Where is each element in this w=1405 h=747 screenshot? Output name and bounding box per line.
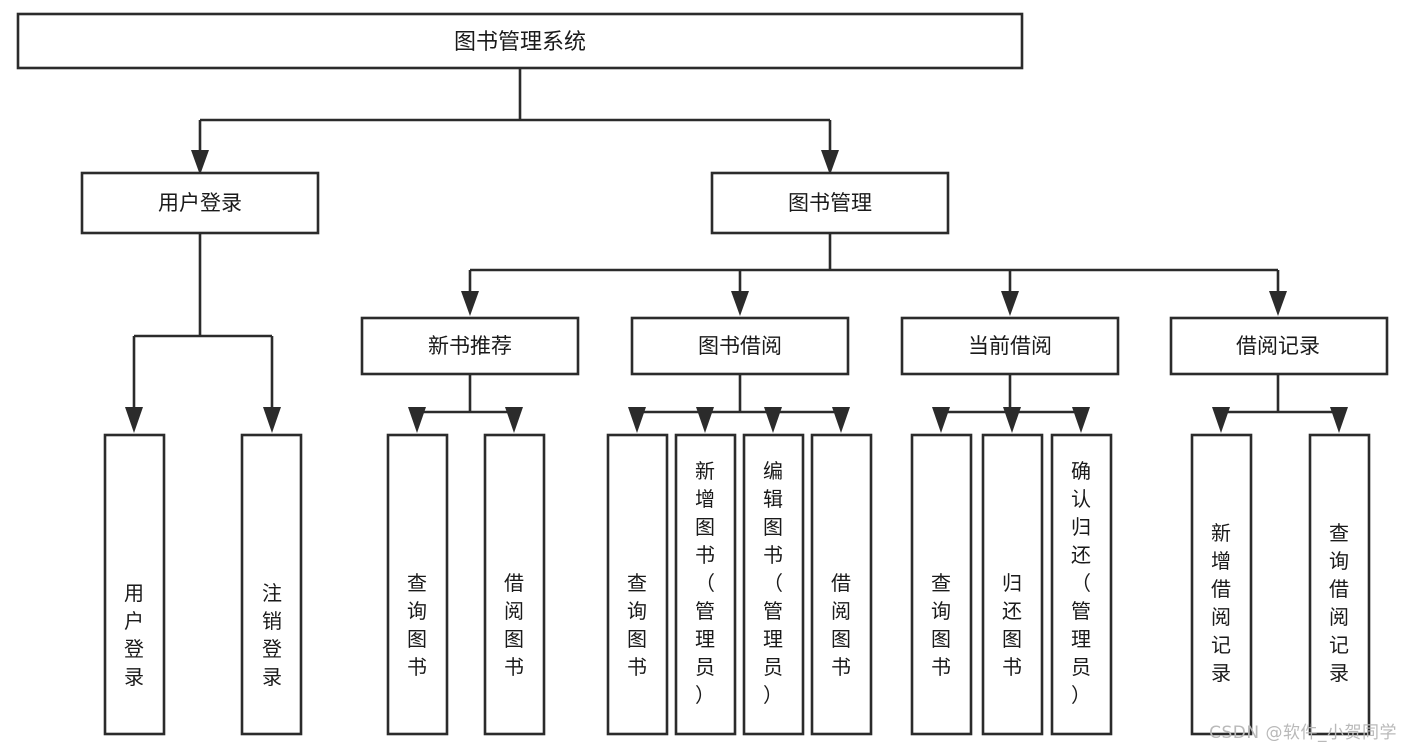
leaf-node-label: 编辑图书（管理员） xyxy=(763,459,783,707)
arrow-head-icon-login-leaf-1 xyxy=(125,407,143,433)
leaf-node[interactable]: 查询图书 xyxy=(386,433,449,736)
arrow-head-icon-borrow-leaf-4 xyxy=(832,407,850,433)
node-book-management-label: 图书管理 xyxy=(788,191,872,215)
leaf-node[interactable]: 查询借阅记录 xyxy=(1308,433,1371,736)
leaf-node-label: 用户登录 xyxy=(124,581,144,689)
leaf-node[interactable]: 确认归还（管理员） xyxy=(1050,433,1113,736)
leaf-node[interactable]: 借阅图书 xyxy=(810,433,873,736)
leaf-node[interactable]: 归还图书 xyxy=(981,433,1044,736)
node-borrow-record-label: 借阅记录 xyxy=(1236,334,1320,358)
node-new-book-recommend[interactable]: 新书推荐 xyxy=(360,316,580,376)
leaf-node[interactable]: 新增图书（管理员） xyxy=(674,433,737,736)
leaf-node-label: 新增图书（管理员） xyxy=(695,459,715,707)
arrow-head-icon-record-leaf-1 xyxy=(1212,407,1230,433)
leaf-node-box xyxy=(1308,433,1371,736)
leaf-node-box xyxy=(240,433,303,736)
node-root-box xyxy=(16,12,1024,70)
node-root-label: 图书管理系统 xyxy=(454,30,586,55)
arrow-head-icon-current-leaf-3 xyxy=(1072,407,1090,433)
node-new-book-recommend-label: 新书推荐 xyxy=(428,334,512,358)
node-borrow-record-box xyxy=(1169,316,1389,376)
leaf-node[interactable]: 新增借阅记录 xyxy=(1190,433,1253,736)
leaf-node-label: 新增借阅记录 xyxy=(1211,521,1231,685)
arrow-head-icon-to-record xyxy=(1269,291,1287,316)
arrow-head-icon-login-leaf-2 xyxy=(263,407,281,433)
arrow-head-icon-borrow-leaf-1 xyxy=(628,407,646,433)
node-user-login-box xyxy=(80,171,320,235)
node-user-login-label: 用户登录 xyxy=(158,191,242,215)
leaf-node-box xyxy=(386,433,449,736)
leaf-node[interactable]: 查询图书 xyxy=(910,433,973,736)
arrow-head-icon-record-leaf-2 xyxy=(1330,407,1348,433)
leaf-node[interactable]: 编辑图书（管理员） xyxy=(742,433,805,736)
leaf-node-box xyxy=(810,433,873,736)
arrow-head-icon-new-leaf-1 xyxy=(408,407,426,433)
arrow-head-icon-to-new xyxy=(461,291,479,316)
leaf-node-label: 确认归还（管理员） xyxy=(1071,459,1091,707)
arrow-head-icon-current-leaf-1 xyxy=(932,407,950,433)
arrow-head-icon-borrow-leaf-2 xyxy=(696,407,714,433)
leaf-node[interactable]: 用户登录 xyxy=(103,433,166,736)
leaf-node-box xyxy=(606,433,669,736)
arrow-head-icon-to-borrow xyxy=(731,291,749,316)
arrow-head-icon-borrow-leaf-3 xyxy=(764,407,782,433)
node-book-borrow[interactable]: 图书借阅 xyxy=(630,316,850,376)
leaf-node-box xyxy=(483,433,546,736)
node-root[interactable]: 图书管理系统 xyxy=(16,12,1024,70)
node-book-borrow-box xyxy=(630,316,850,376)
node-book-management[interactable]: 图书管理 xyxy=(710,171,950,235)
leaf-node-label: 查询图书 xyxy=(407,571,427,679)
leaf-node-box xyxy=(1050,433,1113,736)
leaf-node-label: 借阅图书 xyxy=(504,571,524,679)
leaf-node[interactable]: 注销登录 xyxy=(240,433,303,736)
leaf-node-box xyxy=(103,433,166,736)
leaf-node-box xyxy=(910,433,973,736)
node-new-book-recommend-box xyxy=(360,316,580,376)
leaf-node[interactable]: 借阅图书 xyxy=(483,433,546,736)
leaf-node-box xyxy=(1190,433,1253,736)
arrow-head-icon-new-leaf-2 xyxy=(505,407,523,433)
node-user-login[interactable]: 用户登录 xyxy=(80,171,320,235)
leaf-node-box xyxy=(981,433,1044,736)
leaf-node-label: 注销登录 xyxy=(262,581,282,689)
arrow-head-icon-to-current xyxy=(1001,291,1019,316)
leaf-node-label: 查询借阅记录 xyxy=(1329,521,1349,685)
arrow-head-icon-to-login xyxy=(191,150,209,175)
leaf-nodes-layer: 用户登录 注销登录 查询图书 借阅图书 查询图书 新增图书（管理员） xyxy=(103,433,1371,736)
connector-layer xyxy=(125,68,1348,433)
node-book-borrow-label: 图书借阅 xyxy=(698,334,782,358)
node-borrow-record[interactable]: 借阅记录 xyxy=(1169,316,1389,376)
leaf-node-box xyxy=(674,433,737,736)
node-current-borrow-box xyxy=(900,316,1120,376)
node-current-borrow[interactable]: 当前借阅 xyxy=(900,316,1120,376)
leaf-node-label: 归还图书 xyxy=(1002,571,1022,679)
node-current-borrow-label: 当前借阅 xyxy=(968,334,1052,358)
leaf-node-label: 借阅图书 xyxy=(831,571,851,679)
leaf-node[interactable]: 查询图书 xyxy=(606,433,669,736)
leaf-node-label: 查询图书 xyxy=(931,571,951,679)
leaf-node-box xyxy=(742,433,805,736)
arrow-head-icon-current-leaf-2 xyxy=(1003,407,1021,433)
node-book-management-box xyxy=(710,171,950,235)
arrow-head-icon-to-mgmt xyxy=(821,150,839,175)
leaf-node-label: 查询图书 xyxy=(627,571,647,679)
